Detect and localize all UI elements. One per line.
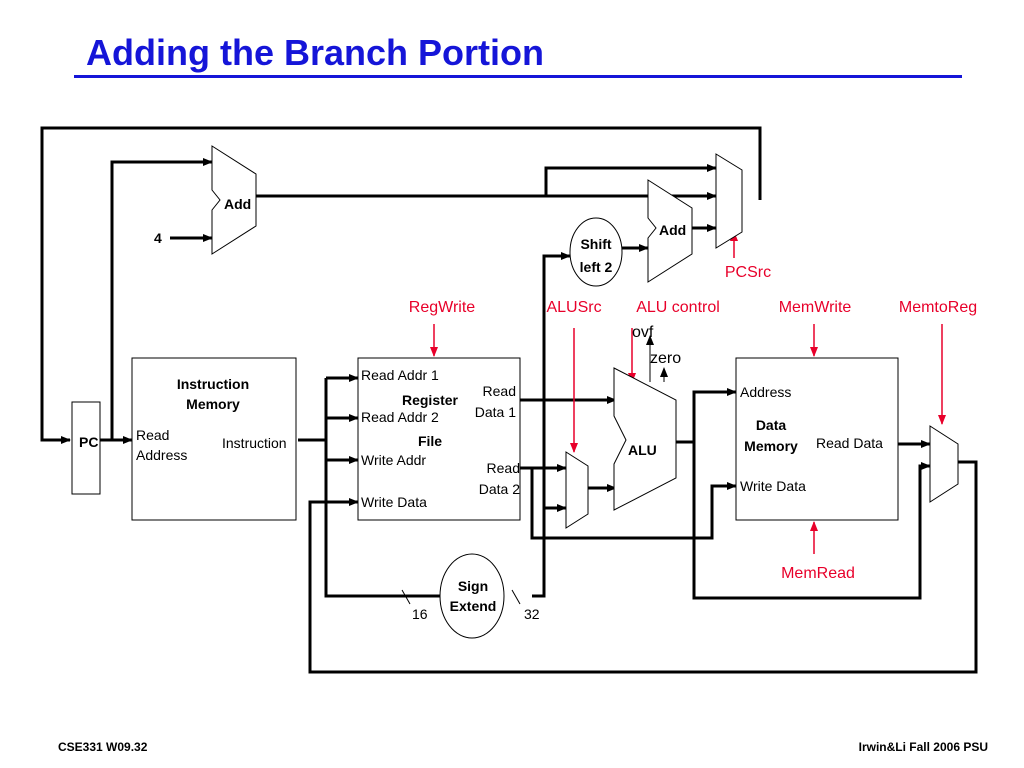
signext-in-width: 16 xyxy=(412,606,428,622)
alu-ovf: ovf xyxy=(632,324,654,341)
read-data2-to-dmem-wire xyxy=(530,468,737,540)
alu-zero: zero xyxy=(650,350,681,367)
shift-label-1: Shift xyxy=(580,236,611,252)
alu xyxy=(613,367,677,511)
signext-to-mux-wire xyxy=(532,504,567,598)
footer-left: CSE331 W09.32 xyxy=(58,740,148,754)
register-file xyxy=(357,357,521,521)
branch-adder-label: Add xyxy=(659,222,686,238)
rf-write-data: Write Data xyxy=(361,494,427,510)
dmem-title-1: Data xyxy=(756,417,787,433)
slide-title: Adding the Branch Portion xyxy=(86,32,544,73)
branch-adder xyxy=(647,179,693,283)
imem-out: Instruction xyxy=(222,435,287,451)
title-underline xyxy=(74,75,962,78)
instruction-fanout-wire xyxy=(324,378,440,598)
imem-read-2: Address xyxy=(136,447,187,463)
pc-feedback-wire xyxy=(40,126,762,444)
alusrc-mux xyxy=(565,451,589,529)
sign-extend xyxy=(439,553,505,639)
signext-to-shift-wire xyxy=(542,252,571,596)
rf-rd1-1: Read xyxy=(483,383,516,399)
ctl-alu-control: ALU control xyxy=(636,299,720,316)
ctl-memtoreg: MemtoReg xyxy=(899,299,977,316)
pc-adder xyxy=(211,145,257,255)
rf-title-2: File xyxy=(418,433,442,449)
signext-label-2: Extend xyxy=(450,598,497,614)
writeback-wire xyxy=(308,460,978,674)
pc-plus-4-branch-wire xyxy=(544,164,717,196)
rf-rd2-2: Data 2 xyxy=(479,481,520,497)
rf-title-1: Register xyxy=(402,392,459,408)
ctl-regwrite: RegWrite xyxy=(409,299,475,316)
ctl-pcsrc: PCSrc xyxy=(725,264,771,281)
alu-label: ALU xyxy=(628,442,657,458)
imem-title-2: Memory xyxy=(186,396,240,412)
rf-rd1-2: Data 1 xyxy=(475,404,516,420)
pcsrc-mux xyxy=(715,153,743,249)
imem-read-1: Read xyxy=(136,427,169,443)
dmem-address: Address xyxy=(740,384,791,400)
signext-out-width: 32 xyxy=(524,606,540,622)
footer-right: Irwin&Li Fall 2006 PSU xyxy=(858,740,988,754)
instruction-memory xyxy=(131,357,297,521)
imem-title-1: Instruction xyxy=(177,376,249,392)
pc-label: PC xyxy=(79,434,98,450)
dmem-title-2: Memory xyxy=(744,438,798,454)
dmem-write-data: Write Data xyxy=(740,478,806,494)
shift-left-2 xyxy=(569,217,623,287)
ctl-memwrite: MemWrite xyxy=(779,299,852,316)
alu-result-wire xyxy=(676,388,737,444)
signext-label-1: Sign xyxy=(458,578,488,594)
pc-adder-label: Add xyxy=(224,196,251,212)
rf-read-addr-1: Read Addr 1 xyxy=(361,367,439,383)
rf-write-addr: Write Addr xyxy=(361,452,426,468)
alu-bypass-wire xyxy=(692,442,931,600)
dmem-read-data: Read Data xyxy=(816,435,883,451)
rf-rd2-1: Read xyxy=(487,460,520,476)
rf-read-addr-2: Read Addr 2 xyxy=(361,409,439,425)
ctl-memread: MemRead xyxy=(781,565,855,582)
constant-four: 4 xyxy=(154,230,162,246)
data-memory xyxy=(735,357,899,521)
memtoreg-mux xyxy=(929,425,959,503)
ctl-alusrc: ALUSrc xyxy=(546,299,601,316)
pc-register xyxy=(71,401,101,495)
shift-label-2: left 2 xyxy=(580,259,613,275)
